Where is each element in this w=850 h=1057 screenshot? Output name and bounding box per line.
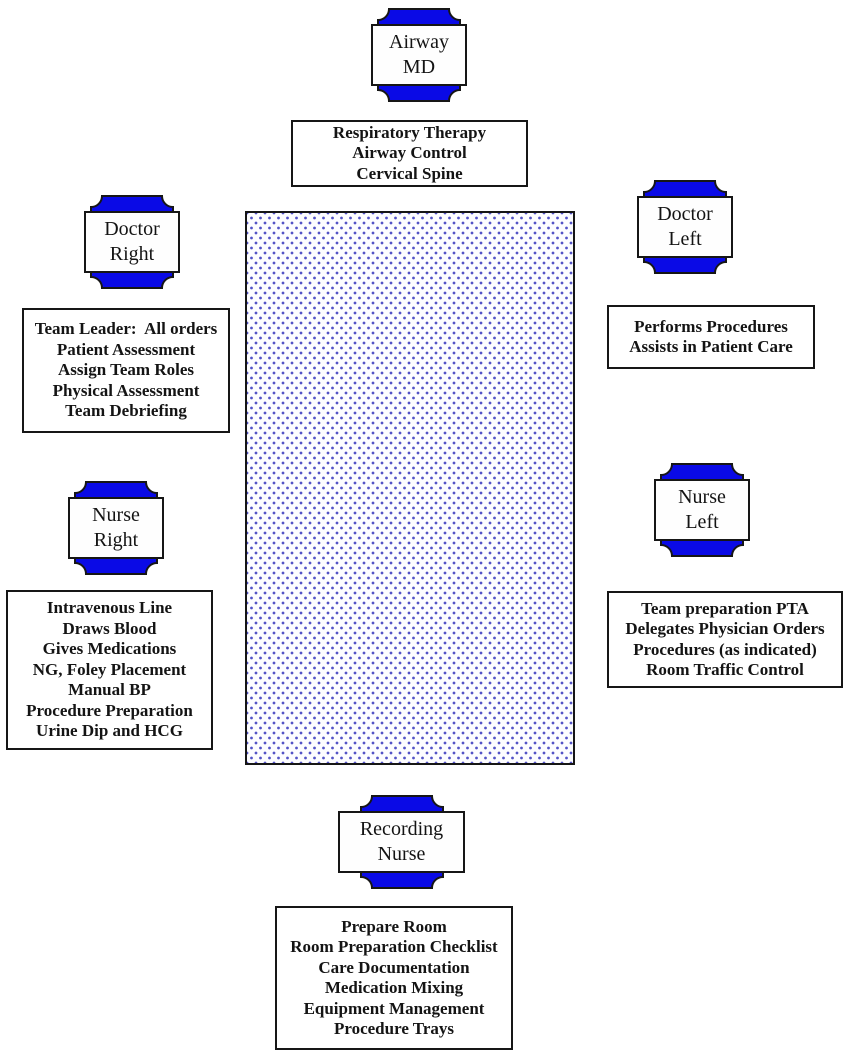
patient-bed-area: [245, 211, 575, 765]
role-badge-doctor-right: Doctor Right: [84, 195, 180, 289]
duty-line: Gives Medications: [42, 639, 177, 659]
duty-line: Patient Assessment: [56, 339, 196, 359]
role-badge-doctor-left: Doctor Left: [637, 180, 733, 274]
duty-line: Intravenous Line: [46, 598, 173, 618]
duty-line: Team Leader: All orders: [34, 319, 218, 339]
role-name-line: Right: [109, 243, 155, 265]
duty-line: Manual BP: [68, 680, 151, 700]
role-badge-label: Nurse Right: [68, 497, 164, 559]
duty-line: Assign Team Roles: [57, 360, 195, 380]
role-name-line: Nurse: [92, 504, 140, 526]
role-badge-label: Airway MD: [371, 24, 467, 86]
duty-line: Delegates Physician Orders: [625, 619, 825, 638]
duty-line: Procedure Preparation: [26, 700, 193, 720]
role-name-line: Left: [685, 511, 719, 533]
duty-line: Equipment Management: [303, 998, 485, 1018]
duty-line: Urine Dip and HCG: [36, 721, 183, 741]
duty-line: Procedure Trays: [333, 1019, 455, 1038]
duty-line: Airway Control: [352, 143, 467, 163]
duty-line: Assists in Patient Care: [629, 337, 793, 356]
role-name-line: Recording: [359, 818, 444, 840]
role-name-line: MD: [402, 56, 436, 78]
role-badge-recording-nurse: Recording Nurse: [338, 795, 465, 889]
duty-line: Medication Mixing: [324, 978, 464, 997]
role-badge-label: Doctor Right: [84, 211, 180, 273]
role-badge-airway-md: Airway MD: [371, 8, 467, 102]
role-badge-label: Doctor Left: [637, 196, 733, 258]
duty-line: Respiratory Therapy: [332, 122, 487, 142]
role-name-line: Left: [668, 228, 702, 250]
role-badge-label: Recording Nurse: [338, 811, 465, 873]
role-name-line: Nurse: [377, 843, 426, 865]
duty-line: Team Debriefing: [65, 401, 187, 421]
role-name-line: Right: [93, 529, 139, 551]
role-name-line: Airway: [389, 31, 449, 53]
role-badge-nurse-left: Nurse Left: [654, 463, 750, 557]
role-name-line: Doctor: [657, 203, 713, 225]
role-badge-label: Nurse Left: [654, 479, 750, 541]
duty-line: Team preparation PTA: [641, 598, 809, 618]
duty-line: Procedures (as indicated): [633, 639, 817, 659]
duty-line: Physical Assessment: [52, 380, 200, 400]
duty-line: Room Preparation Checklist: [290, 937, 498, 956]
duty-line: Cervical Spine: [356, 163, 463, 183]
role-badge-nurse-right: Nurse Right: [68, 481, 164, 575]
role-name-line: Doctor: [104, 218, 160, 240]
duty-line: Draws Blood: [62, 618, 157, 638]
duty-line: Performs Procedures: [634, 316, 788, 336]
duty-line: Care Documentation: [318, 957, 470, 977]
duty-line: Prepare Room: [341, 916, 447, 936]
role-name-line: Nurse: [678, 486, 726, 508]
duty-line: Room Traffic Control: [646, 660, 804, 679]
duty-line: NG, Foley Placement: [32, 659, 187, 679]
